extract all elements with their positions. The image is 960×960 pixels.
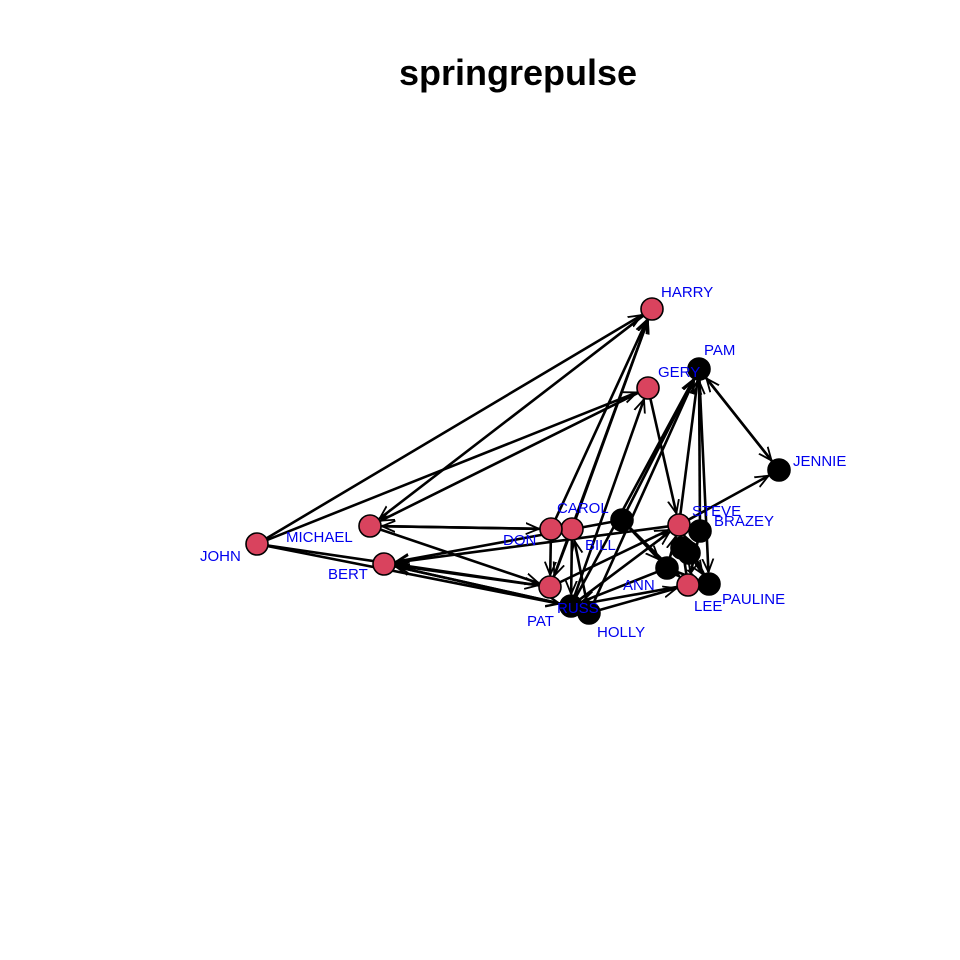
node-jennie bbox=[767, 458, 791, 482]
node-label-bill: BILL bbox=[585, 537, 616, 554]
edge-x1-to-pauline bbox=[695, 562, 703, 574]
node-x2 bbox=[670, 536, 694, 560]
node-ann bbox=[655, 556, 679, 580]
node-pam bbox=[687, 357, 711, 381]
node-carol bbox=[560, 517, 584, 541]
node-label-holly: HOLLY bbox=[597, 624, 645, 641]
node-label-pat: PAT bbox=[527, 613, 554, 630]
node-don bbox=[539, 517, 563, 541]
node-label-ann: ANN bbox=[623, 577, 655, 594]
node-label-don: DON bbox=[503, 532, 536, 549]
edge-russ-to-bert bbox=[396, 567, 561, 605]
edge-pat-to-bert bbox=[396, 566, 540, 587]
edge-carol-to-pat bbox=[554, 538, 570, 575]
node-label-russ: RUSS bbox=[557, 600, 599, 617]
node-bill bbox=[610, 508, 634, 532]
edge-holly-to-carol bbox=[574, 541, 589, 603]
edge-jennie-to-pam bbox=[706, 378, 774, 463]
edge-don-to-michael bbox=[382, 526, 541, 529]
edge-steve-to-jennie bbox=[688, 474, 769, 521]
node-john bbox=[245, 532, 269, 556]
node-brazey bbox=[688, 519, 712, 543]
edge-bill-to-pam bbox=[625, 380, 695, 511]
node-label-gery: GERY bbox=[658, 364, 700, 381]
edge-michael-to-pat bbox=[380, 528, 538, 584]
edge-john-to-gery bbox=[266, 391, 637, 542]
edge-holly-to-pam bbox=[592, 380, 696, 604]
node-label-jennie: JENNIE bbox=[793, 453, 846, 470]
node-harry bbox=[640, 297, 664, 321]
node-bert bbox=[372, 552, 396, 576]
node-gery bbox=[636, 376, 660, 400]
node-label-lee: LEE bbox=[694, 598, 722, 615]
node-pauline bbox=[697, 572, 721, 596]
edge-don-to-harry bbox=[554, 320, 649, 520]
edge-john-to-harry bbox=[265, 315, 641, 540]
edge-john-to-russ bbox=[267, 544, 559, 604]
chart-title: springrepulse bbox=[398, 52, 638, 93]
edge-steve-to-bert bbox=[396, 525, 669, 562]
node-label-steve: STEVE bbox=[692, 503, 741, 520]
edge-harry-to-michael bbox=[380, 314, 645, 519]
edge-brazey-to-pam bbox=[699, 381, 700, 521]
node-label-harry: HARRY bbox=[661, 284, 713, 301]
edge-carol-to-russ bbox=[571, 539, 572, 594]
edge-ann-to-russ bbox=[582, 570, 658, 602]
node-label-brazey: BRAZEY bbox=[714, 513, 774, 530]
node-label-john: JOHN bbox=[200, 548, 241, 565]
edge-steve-to-pam bbox=[679, 381, 697, 515]
node-michael bbox=[358, 514, 382, 538]
node-layer bbox=[245, 297, 791, 625]
node-label-bert: BERT bbox=[328, 566, 368, 583]
node-label-michael: MICHAEL bbox=[286, 529, 353, 546]
node-holly bbox=[577, 601, 601, 625]
edge-lee-to-russ bbox=[583, 585, 678, 604]
edge-russ-to-steve bbox=[579, 532, 670, 601]
edge-gery-to-michael bbox=[381, 391, 639, 522]
node-label-carol: CAROL bbox=[557, 500, 609, 517]
node-lee bbox=[676, 573, 700, 597]
node-label-pauline: PAULINE bbox=[722, 591, 785, 608]
edge-don-to-pat bbox=[550, 539, 551, 575]
edge-holly-to-lee bbox=[599, 588, 677, 612]
node-label-pam: PAM bbox=[704, 342, 735, 359]
node-pat bbox=[538, 575, 562, 599]
edge-russ-to-gery bbox=[573, 399, 644, 597]
edge-gery-to-steve bbox=[649, 398, 676, 514]
node-steve bbox=[667, 513, 691, 537]
